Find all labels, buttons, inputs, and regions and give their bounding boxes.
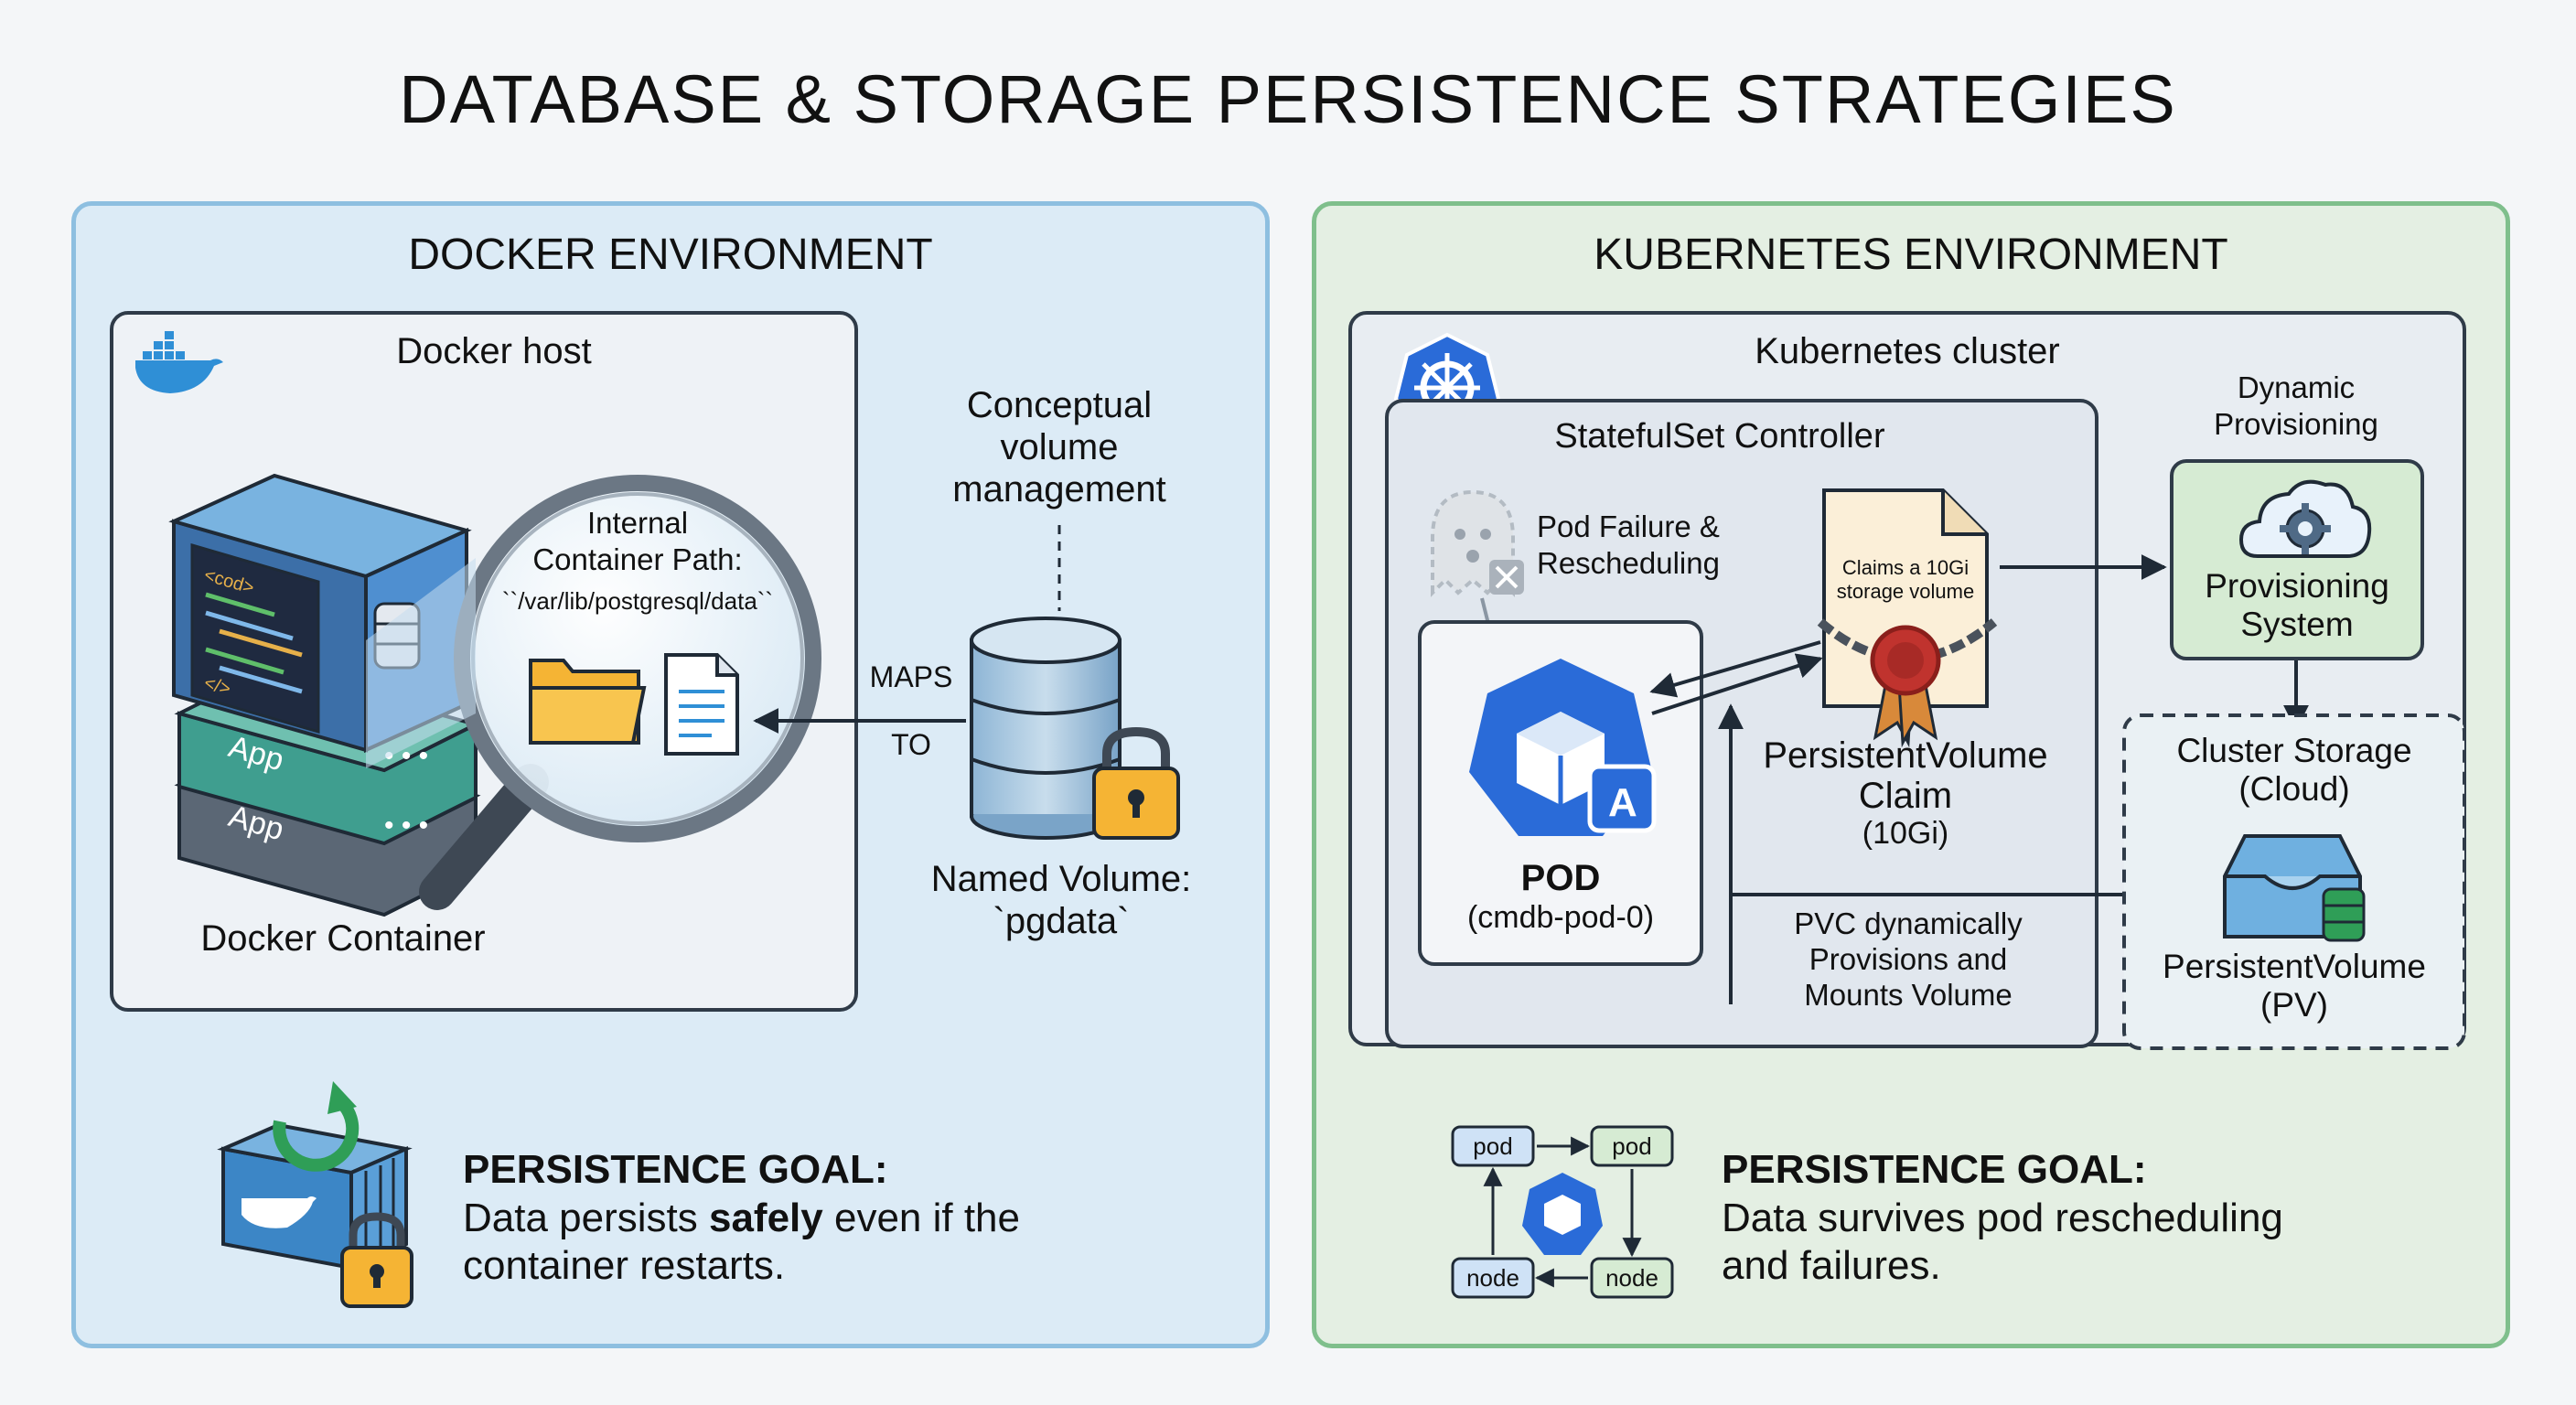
cycle-node-box-left bbox=[1451, 1257, 1535, 1299]
named-volume-database-icon bbox=[970, 617, 1122, 840]
pvc-to-pod-arrow bbox=[1649, 640, 1821, 698]
pvc-label: PersistentVolume Claim bbox=[1763, 735, 2048, 816]
pod-title: POD bbox=[1520, 858, 1601, 898]
cycle-node-box-right bbox=[1590, 1257, 1674, 1299]
svg-text:• • •: • • • bbox=[384, 810, 428, 841]
pod-heptagon-icon: A bbox=[1469, 659, 1657, 836]
kubernetes-panel-title: KUBERNETES ENVIRONMENT bbox=[1594, 231, 2228, 279]
docker-container-label: Docker Container bbox=[200, 918, 486, 959]
pod-to-pvc-arrow bbox=[1651, 653, 1823, 715]
pod-node-cycle-diagram: pod pod node node bbox=[1451, 1125, 1674, 1299]
conceptual-volume-label: Conceptual volume management bbox=[952, 385, 1166, 509]
docker-goal-text-after: even if the container restarts. bbox=[463, 1196, 1021, 1288]
document-icon bbox=[664, 653, 739, 756]
cycle-pod-box-right bbox=[1590, 1125, 1674, 1167]
dynamic-provisioning-label: Dynamic Provisioning bbox=[2214, 370, 2378, 441]
kubernetes-goal-heading: PERSISTENCE GOAL: bbox=[1722, 1147, 2147, 1192]
cycle-pod-label-left: pod bbox=[1473, 1132, 1512, 1160]
pvc-mount-label: PVC dynamically Provisions and Mounts Vo… bbox=[1794, 906, 2023, 1012]
docker-restart-container-icon bbox=[217, 1081, 413, 1271]
maps-label: MAPS bbox=[869, 660, 953, 693]
docker-goal-text: Data persists safely even if the contain… bbox=[463, 1195, 1213, 1290]
statefulset-controller-label: StatefulSet Controller bbox=[1554, 417, 1885, 456]
named-volume-label: Named Volume: `pgdata` bbox=[930, 859, 1192, 941]
cycle-node-label-right: node bbox=[1605, 1264, 1658, 1292]
storage-tray-icon bbox=[2223, 834, 2366, 942]
docker-goal-text-bold: safely bbox=[708, 1196, 823, 1240]
pvc-size: (10Gi) bbox=[1862, 816, 1949, 851]
cycle-pod-label-right: pod bbox=[1612, 1132, 1651, 1160]
cycle-pod-box-left bbox=[1451, 1125, 1535, 1167]
provisioning-system-label: Provisioning System bbox=[2205, 567, 2389, 643]
folder-icon bbox=[529, 659, 647, 745]
internal-path-label: Internal Container Path: bbox=[532, 506, 743, 576]
failed-pod-ghost-icon bbox=[1431, 489, 1524, 597]
page-title: DATABASE & STORAGE PERSISTENCE STRATEGIE… bbox=[399, 61, 2177, 137]
kubernetes-cluster-label: Kubernetes cluster bbox=[1755, 331, 2060, 371]
cloud-gear-icon bbox=[2238, 479, 2372, 558]
kubernetes-goal-text: Data survives pod rescheduling and failu… bbox=[1722, 1196, 2283, 1288]
persistent-volume-label: PersistentVolume (PV) bbox=[2163, 948, 2426, 1024]
cycle-node-label-left: node bbox=[1466, 1264, 1519, 1292]
chain-seal-icon bbox=[1817, 618, 1998, 748]
docker-logo-icon bbox=[135, 331, 223, 393]
docker-host-label: Docker host bbox=[396, 331, 592, 371]
docker-goal-text-before: Data persists bbox=[463, 1196, 709, 1240]
cluster-storage-label: Cluster Storage (Cloud) bbox=[2176, 732, 2412, 808]
claim-document-text-line2: storage volume bbox=[1837, 580, 1974, 603]
pod-failure-label: Pod Failure & Rescheduling bbox=[1537, 509, 1720, 580]
claim-document-text-line1: Claims a 10Gi bbox=[1842, 556, 1969, 579]
docker-goal-heading: PERSISTENCE GOAL: bbox=[463, 1147, 888, 1192]
svg-text:A: A bbox=[1608, 780, 1637, 825]
docker-panel-title: DOCKER ENVIRONMENT bbox=[408, 231, 933, 279]
padlock-icon bbox=[1092, 726, 1180, 840]
docker-goal-padlock-icon bbox=[340, 1212, 413, 1308]
internal-path-value: ``/var/lib/postgresql/data`` bbox=[501, 587, 774, 615]
pod-name: (cmdb-pod-0) bbox=[1466, 900, 1655, 935]
to-label: TO bbox=[891, 728, 931, 761]
